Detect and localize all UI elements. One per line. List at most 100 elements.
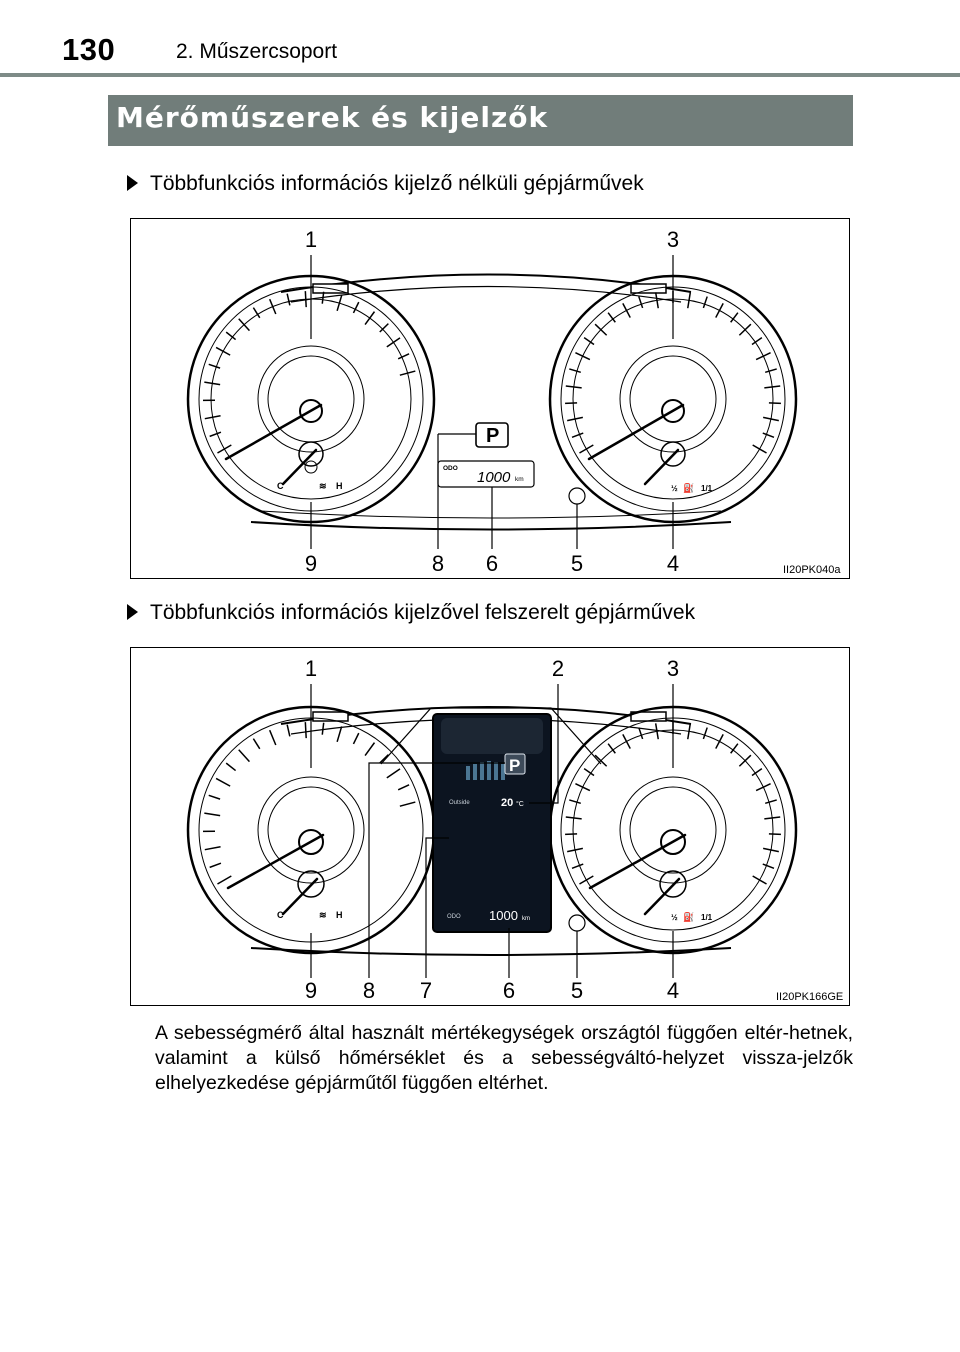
gauge-tick — [209, 431, 222, 438]
gauge-tick — [565, 385, 582, 389]
gauge-tick — [321, 722, 325, 735]
chapter-title: 2. Műszercsoport — [176, 40, 338, 63]
gauge-tick — [715, 734, 724, 749]
gauge-tick — [352, 732, 360, 745]
callout-8: 8 — [432, 551, 444, 576]
gauge-tick — [397, 353, 410, 360]
section-title: Mérőműszerek és kijelzők — [116, 101, 549, 134]
gauge-tick — [607, 743, 616, 754]
gauge-tick — [569, 368, 581, 374]
outside-temp: 20 — [501, 797, 513, 809]
fuel-half-label: ½ — [671, 484, 678, 493]
gauge-tick — [751, 337, 763, 346]
gauge-tick — [565, 816, 582, 820]
callout-5: 5 — [571, 978, 583, 1003]
odo-unit: km — [522, 916, 530, 922]
gauge-tick — [755, 783, 771, 792]
gauge-tick — [569, 799, 581, 805]
gauge-tick — [702, 727, 708, 740]
gauge-tick — [715, 303, 724, 318]
temp-icon: ≋ — [319, 481, 327, 491]
gauge-tick — [336, 295, 343, 312]
fuel-full-label: 1/1 — [701, 913, 713, 922]
figure1-code: II20PK040a — [783, 564, 841, 576]
gauge-tick — [252, 738, 261, 750]
gauge-tick — [379, 754, 389, 764]
gauge-tick — [386, 768, 401, 779]
gauge-tick — [225, 331, 237, 341]
callout-3: 3 — [667, 227, 679, 252]
gauge-tick — [397, 784, 410, 791]
callout-5: 5 — [571, 551, 583, 576]
gauge-tick — [752, 875, 767, 885]
footnote-text: A sebességmérő által használt mértékegys… — [155, 1022, 853, 1094]
callout-6: 6 — [486, 551, 498, 576]
gauge-tick — [364, 311, 376, 326]
gauge-tick — [762, 432, 775, 438]
gauge-tick — [352, 301, 360, 314]
callout-7: 7 — [420, 978, 432, 1003]
callout-4: 4 — [667, 978, 679, 1003]
gauge-tick — [762, 847, 779, 853]
gauge-tick — [755, 352, 771, 361]
gauge-tick — [765, 799, 777, 805]
fuel-full-label: 1/1 — [701, 484, 713, 493]
gauge-tick — [654, 723, 659, 740]
gauge-tick — [622, 734, 631, 749]
temp-hot-label: H — [336, 910, 343, 920]
gauge-tick — [752, 444, 767, 454]
gauge-tick — [567, 847, 584, 853]
gauge-tick — [654, 292, 659, 309]
figure1-caption-text: Többfunkciós információs kijelző nélküli… — [150, 172, 644, 195]
figure2-caption: Többfunkciós információs kijelzővel fels… — [127, 601, 695, 625]
bullet-arrow-icon — [127, 604, 138, 620]
gauge-tick — [762, 416, 779, 422]
figure1-caption: Többfunkciós információs kijelző nélküli… — [127, 172, 644, 196]
gauge-tick — [208, 363, 221, 369]
gauge-tick — [204, 415, 221, 420]
gauge-tick — [209, 862, 222, 869]
gauge-tick — [764, 385, 781, 389]
gauge-tick — [583, 337, 595, 346]
gauge-tick — [762, 863, 775, 869]
temp-hot-label: H — [336, 481, 343, 491]
gear-indicator: P — [486, 425, 499, 447]
fuel-half-label: ½ — [671, 913, 678, 922]
gauge-tick — [217, 875, 232, 885]
gauge-tick — [575, 783, 591, 792]
callout-1: 1 — [305, 656, 317, 681]
odo-label: ODO — [447, 914, 461, 920]
gauge-tick — [252, 307, 261, 319]
gauge-tick — [730, 312, 739, 323]
temp-icon: ≋ — [319, 910, 327, 920]
gauge-tick — [567, 416, 584, 422]
gauge-tick — [594, 323, 608, 336]
figure2-instrument-cluster: P Outside 20 °C ODO 1000 km C ≋ H ½ ⛽ 1/… — [130, 647, 850, 1006]
gauge-tick — [336, 726, 343, 743]
outside-temp-unit: °C — [516, 800, 524, 808]
gauge-tick — [687, 292, 692, 309]
gauge-tick — [607, 312, 616, 323]
odo-value: 1000 — [477, 469, 511, 486]
gauge-tick — [738, 754, 752, 767]
gauge-tick — [575, 352, 591, 361]
gauge-tick — [379, 323, 389, 333]
gauge-tick — [304, 722, 307, 739]
gauge-tick — [730, 743, 739, 754]
header-rule — [0, 73, 960, 77]
callout-8: 8 — [363, 978, 375, 1003]
gauge-tick — [286, 293, 291, 306]
gauge-tick — [622, 303, 631, 318]
odo-value: 1000 — [489, 908, 518, 923]
fuel-pump-icon: ⛽ — [683, 482, 694, 493]
gauge-tick — [765, 368, 777, 374]
odo-label: ODO — [443, 465, 458, 472]
gauge-tick — [638, 296, 644, 309]
gauge-tick — [571, 863, 584, 869]
callout-9: 9 — [305, 551, 317, 576]
gauge-tick — [594, 754, 608, 767]
gauge-tick — [215, 777, 231, 787]
gauge-tick — [364, 742, 376, 757]
gauge-tick — [764, 816, 781, 820]
gauge-tick — [238, 749, 250, 763]
